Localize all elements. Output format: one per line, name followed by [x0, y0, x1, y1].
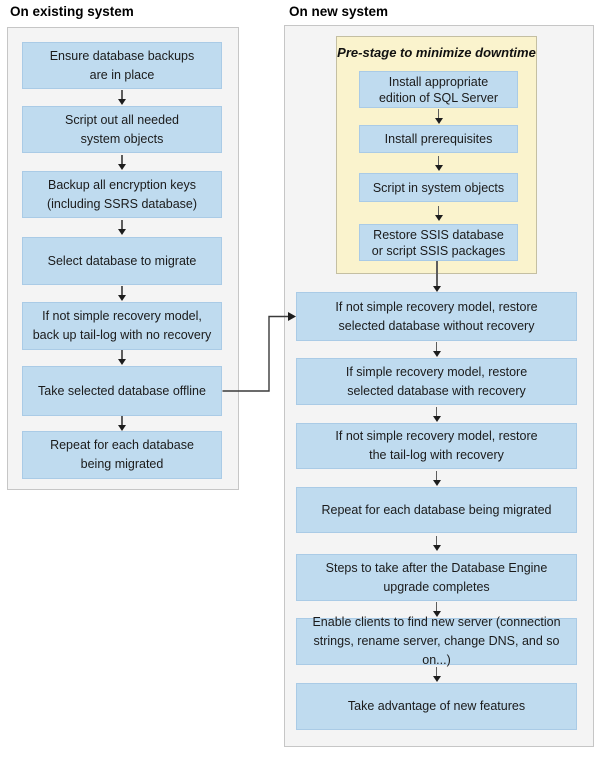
- down-arrow-icon: [118, 220, 127, 235]
- down-arrow-icon: [118, 90, 127, 105]
- down-arrow-icon: [432, 602, 441, 617]
- step-select-database: Select database to migrate: [22, 237, 222, 285]
- down-arrow-icon: [432, 406, 441, 422]
- down-arrow-icon: [118, 350, 127, 365]
- step-post-upgrade: Steps to take after the Database Engine …: [296, 554, 577, 601]
- down-arrow-icon: [118, 286, 127, 301]
- step-backup-taillog: If not simple recovery model, back up ta…: [22, 302, 222, 350]
- step-enable-clients: Enable clients to find new server (conne…: [296, 615, 577, 667]
- step-install-sql-server: Install appropriate edition of SQL Serve…: [359, 71, 518, 108]
- step-repeat-existing: Repeat for each database being migrated: [22, 431, 222, 479]
- existing-system-title: On existing system: [10, 4, 134, 19]
- step-new-features: Take advantage of new features: [296, 683, 577, 730]
- down-arrow-icon: [118, 155, 127, 170]
- step-script-out-objects: Script out all needed system objects: [22, 106, 222, 153]
- step-restore-taillog: If not simple recovery model, restore th…: [296, 423, 577, 469]
- step-script-in-objects: Script in system objects: [359, 173, 518, 202]
- down-arrow-icon: [118, 416, 127, 431]
- step-restore-ssis: Restore SSIS database or script SSIS pac…: [359, 224, 518, 261]
- step-ensure-backups: Ensure database backups are in place: [22, 42, 222, 89]
- down-arrow-icon: [434, 109, 443, 124]
- down-arrow-icon: [432, 536, 441, 551]
- down-arrow-icon: [434, 206, 443, 221]
- down-arrow-icon: [434, 156, 443, 171]
- down-arrow-icon: [432, 666, 441, 682]
- down-arrow-icon: [433, 261, 442, 292]
- new-system-title: On new system: [289, 4, 389, 19]
- down-arrow-icon: [432, 342, 441, 357]
- step-take-offline: Take selected database offline: [22, 366, 222, 416]
- down-arrow-icon: [432, 470, 441, 486]
- step-repeat-new: Repeat for each database being migrated: [296, 487, 577, 533]
- step-restore-without-recovery: If not simple recovery model, restore se…: [296, 292, 577, 341]
- step-restore-with-recovery: If simple recovery model, restore select…: [296, 358, 577, 405]
- prestage-title: Pre-stage to minimize downtime: [337, 45, 536, 60]
- step-install-prereqs: Install prerequisites: [359, 125, 518, 153]
- step-backup-keys: Backup all encryption keys (including SS…: [22, 171, 222, 218]
